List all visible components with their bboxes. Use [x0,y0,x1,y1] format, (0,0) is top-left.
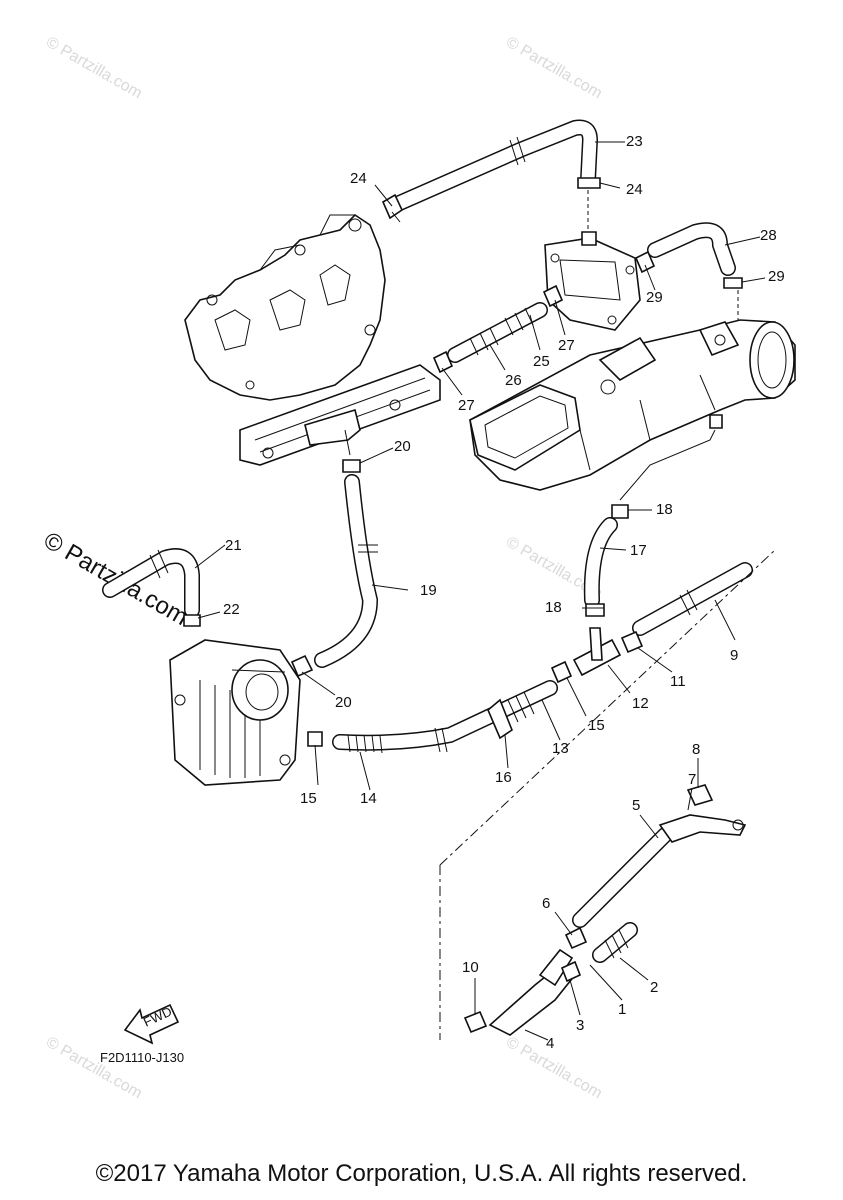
clamp-15-left [307,731,323,747]
callout-10: 10 [462,959,479,976]
hose-5 [572,827,673,928]
clamp-3 [560,960,582,983]
callout-24-left: 24 [350,170,367,187]
callout-21: 21 [225,537,242,554]
callout-22: 22 [223,601,240,618]
watermark-bottom-left: © Partzilla.com [43,1034,145,1103]
callout-20-lower: 20 [335,694,352,711]
hose-9 [632,562,753,636]
callout-20-upper: 20 [394,438,411,455]
clamp-18-upper [611,504,629,519]
callout-24-right: 24 [626,181,643,198]
y-joint-4 [488,948,577,1036]
callout-16: 16 [495,769,512,786]
detail-boundary [439,549,776,1040]
hose-2 [592,922,638,963]
callout-29-left: 29 [646,289,663,306]
water-outlet-box [544,231,641,331]
callout-4: 4 [546,1035,554,1052]
clamp-11 [620,630,644,654]
callout-12: 12 [632,695,649,712]
hose-17 [583,517,618,608]
clamp-24-right [577,177,601,189]
clamp-29-right [723,277,743,289]
callout-13: 13 [552,740,569,757]
callout-8: 8 [692,741,700,758]
watermark-top-right: © Partzilla.com [503,34,605,103]
callout-25: 25 [533,353,550,370]
callout-14: 14 [360,790,377,807]
callout-2: 2 [650,979,658,996]
callout-28: 28 [760,227,777,244]
hose-26 [447,302,548,363]
exhaust-manifold [184,213,441,466]
water-lock-box [169,639,301,786]
callout-7: 7 [688,771,696,788]
clamp-20-upper [342,459,361,473]
leader-lines [194,141,766,1041]
expansion-chamber [469,319,796,491]
clamp-27-upper [542,284,564,308]
hose-28 [647,222,736,276]
callout-6: 6 [542,895,550,912]
watermark-top-left: © Partzilla.com [43,34,145,103]
callout-1: 1 [618,1001,626,1018]
copyright-notice: ©2017 Yamaha Motor Corporation, U.S.A. A… [95,1160,748,1187]
callout-26: 26 [505,372,522,389]
tee-joint-12 [572,627,622,677]
callout-11: 11 [670,673,686,690]
callout-15-right: 15 [588,717,605,734]
clamp-29-left [634,250,656,274]
watermarks: © Partzilla.com © Partzilla.com © Partzi… [39,34,605,1103]
leader-18-route [619,429,716,501]
callout-23: 23 [626,133,643,150]
clamp-22 [183,614,201,627]
callout-27-lower: 27 [458,397,475,414]
clamp-16 [487,698,513,740]
callout-17: 17 [630,542,647,559]
clamp-20-lower [290,654,314,678]
callout-3: 3 [576,1017,584,1034]
callout-9: 9 [730,647,738,664]
callout-5: 5 [632,797,640,814]
clamp-27-lower [432,350,454,374]
callout-15-left: 15 [300,790,317,807]
hose-21 [102,548,200,618]
callout-18-upper: 18 [656,501,673,518]
clamp-18-lower [585,603,605,617]
fwd-arrow: FWD [123,1004,180,1045]
callout-numbers: 23 24 24 28 29 29 27 25 26 27 20 18 17 2… [223,133,785,1052]
clip-8 [686,784,714,806]
diagram-code: F2D1110-J130 [100,1050,184,1065]
hose-23 [387,119,599,213]
hose-19 [314,474,379,668]
callout-27-upper: 27 [558,337,575,354]
callout-18-lower: 18 [545,599,562,616]
hose-13-14 [332,680,558,754]
callout-29-right: 29 [768,268,785,285]
clamp-15-right [550,660,573,684]
callout-19: 19 [420,582,437,599]
bracket-7 [658,814,747,843]
